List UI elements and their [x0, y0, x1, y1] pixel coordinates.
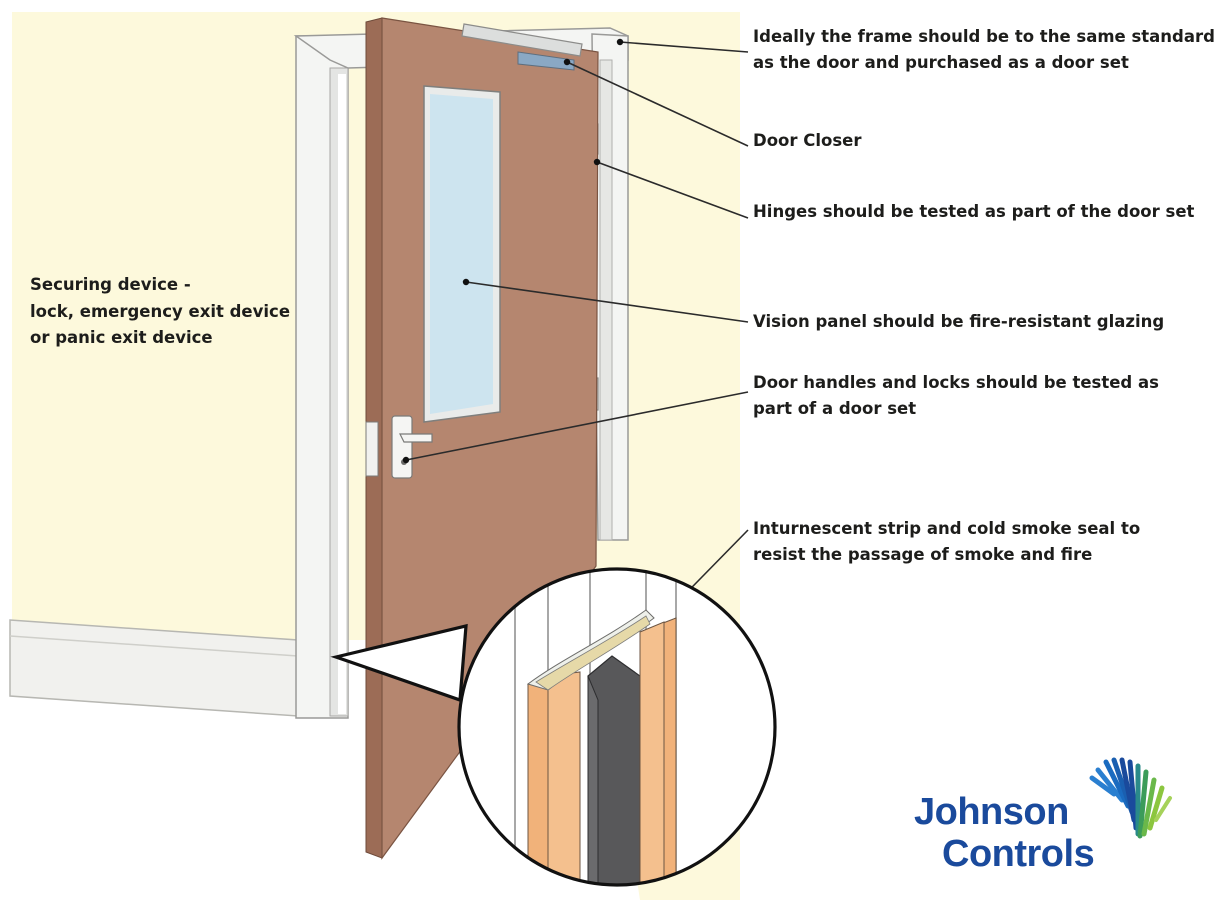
callout-vision: Vision panel should be fire-resistant gl…	[753, 309, 1213, 335]
callout-closer: Door Closer	[753, 128, 1213, 154]
callout-closer-line-1: Door Closer	[753, 131, 862, 150]
logo-mark	[1089, 757, 1172, 839]
vision-panel	[423, 85, 501, 423]
callout-frame-line-2: as the door and purchased as a door set	[753, 53, 1129, 72]
callout-hinges-line-1: Hinges should be tested as part of the d…	[753, 202, 1195, 221]
callout-strip-line-1: Inturnescent strip and cold smoke seal t…	[753, 519, 1141, 538]
callout-frame-line-1: Ideally the frame should be to the same …	[753, 27, 1215, 46]
callout-strip: Inturnescent strip and cold smoke seal t…	[753, 516, 1213, 568]
door-closer	[461, 23, 583, 71]
callout-hinges: Hinges should be tested as part of the d…	[753, 199, 1213, 225]
securing-line-3: or panic exit device	[30, 328, 213, 347]
callout-vision-line-1: Vision panel should be fire-resistant gl…	[753, 312, 1165, 331]
callout-frame: Ideally the frame should be to the same …	[753, 24, 1215, 76]
securing-device-label: Securing device - lock, emergency exit d…	[30, 272, 290, 352]
logo-word-2: Controls	[942, 833, 1095, 875]
logo-word-1: Johnson	[914, 791, 1069, 833]
callout-handles-line-2: part of a door set	[753, 399, 917, 418]
callout-strip-line-2: resist the passage of smoke and fire	[753, 545, 1093, 564]
securing-line-2: lock, emergency exit device	[30, 301, 291, 321]
securing-line-1: Securing device -	[30, 275, 191, 294]
callout-handles: Door handles and locks should be tested …	[753, 370, 1213, 422]
callout-handles-line-1: Door handles and locks should be tested …	[753, 373, 1159, 392]
magnified-detail	[330, 567, 777, 887]
